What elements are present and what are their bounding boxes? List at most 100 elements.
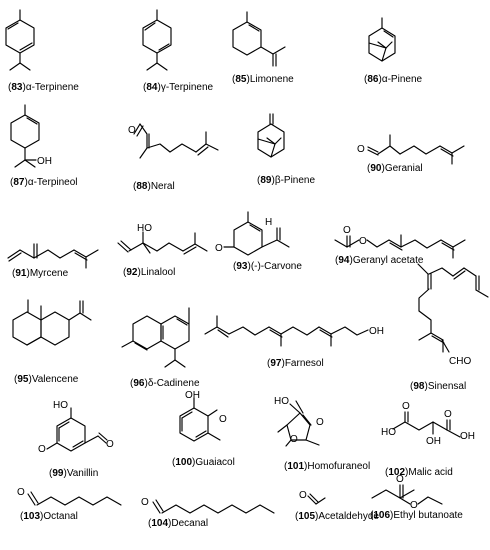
- bond: [139, 123, 148, 149]
- compound-caption: (97)Farnesol: [267, 358, 324, 369]
- bond: [451, 145, 465, 154]
- compound-96: (96)δ-Cadinene: [121, 307, 200, 389]
- bond: [158, 43, 170, 51]
- bond: [156, 62, 168, 71]
- bond: [14, 159, 26, 168]
- atom-label: HO: [137, 223, 152, 234]
- compound-name: Limonene: [250, 74, 294, 85]
- compound-caption: (101)Homofuraneol: [284, 461, 370, 472]
- bond: [40, 311, 70, 346]
- bond: [418, 332, 432, 341]
- compound-caption: (92)Linalool: [123, 267, 175, 278]
- atom-label: OH: [426, 436, 441, 447]
- bond: [205, 143, 219, 151]
- bond: [305, 439, 320, 446]
- atom-label: O: [219, 414, 227, 425]
- bond: [228, 326, 270, 336]
- bond: [330, 326, 369, 336]
- bond: [309, 493, 319, 503]
- bond: [452, 239, 466, 248]
- bond: [400, 239, 442, 249]
- compound-name: α-Pinene: [382, 74, 423, 85]
- bond: [68, 312, 81, 321]
- bond: [392, 421, 406, 430]
- bond: [367, 149, 379, 156]
- bond: [233, 221, 263, 256]
- bond: [368, 42, 387, 49]
- compound-name: Neral: [151, 181, 175, 192]
- bond: [249, 224, 261, 232]
- compound-name: Ethyl butanoate: [393, 510, 463, 521]
- compound-87: OH(87)α-Terpineol: [10, 104, 78, 188]
- compound-number: 96: [133, 378, 145, 389]
- bond: [307, 495, 317, 505]
- compound-caption: (96)δ-Cadinene: [130, 378, 200, 389]
- atom-label: O: [38, 444, 46, 455]
- bond: [5, 19, 35, 54]
- bond: [257, 138, 276, 145]
- compound-caption: (90)Geranial: [367, 163, 423, 174]
- bond: [430, 332, 444, 341]
- bond: [9, 62, 21, 71]
- bond: [441, 339, 450, 353]
- bond: [120, 240, 132, 251]
- atom-label: O: [396, 474, 404, 485]
- compound-93: OH(93)(-)-Carvone: [215, 211, 302, 272]
- bond: [383, 30, 394, 38]
- compound-95: (95)Valencene: [12, 299, 92, 385]
- atom-label: HO: [274, 396, 289, 407]
- compound-84: (84)γ-Terpinene: [142, 9, 214, 93]
- bond: [128, 242, 144, 252]
- compound-number: 104: [151, 518, 168, 529]
- bond: [452, 267, 465, 277]
- bond: [475, 289, 489, 298]
- bond: [315, 497, 326, 505]
- compound-number: 99: [52, 468, 64, 479]
- bond: [161, 504, 275, 514]
- bond: [371, 489, 415, 499]
- atom-label: O: [290, 434, 298, 445]
- bond: [176, 318, 188, 326]
- compound-97: OH (97)Farnesol: [204, 315, 384, 369]
- bond: [179, 407, 209, 442]
- compound-number: 90: [370, 163, 382, 174]
- atom-label: O: [299, 490, 307, 501]
- bond: [142, 19, 172, 54]
- bond: [463, 267, 477, 277]
- atom-label: O: [141, 497, 149, 508]
- atom-label: O: [343, 225, 351, 236]
- atom-label: CHO: [449, 356, 471, 367]
- compound-name: Farnesol: [285, 358, 324, 369]
- bond: [319, 329, 333, 338]
- compound-number: 100: [175, 457, 192, 468]
- bond: [399, 145, 441, 155]
- atom-label: O: [215, 243, 223, 254]
- bond: [98, 432, 108, 441]
- atom-label: OH: [369, 326, 384, 337]
- bond: [152, 501, 161, 514]
- bond: [270, 143, 276, 158]
- compound-caption: (84)γ-Terpinene: [143, 82, 214, 93]
- compound-98: CHO(98)Sinensal: [410, 263, 489, 392]
- bond: [19, 249, 35, 259]
- compound-caption: (93)(-)-Carvone: [233, 261, 302, 272]
- compound-caption: (86)α-Pinene: [364, 74, 423, 85]
- compound-number: 94: [338, 255, 350, 266]
- compound-caption: (83)α-Terpinene: [8, 82, 79, 93]
- bond: [260, 46, 274, 55]
- atom-label: O: [444, 409, 452, 420]
- bond: [381, 47, 387, 62]
- bond: [181, 411, 193, 419]
- bond: [428, 267, 454, 277]
- compound-caption: (99)Vanillin: [49, 468, 98, 479]
- compound-number: 89: [260, 175, 272, 186]
- bond: [388, 239, 402, 248]
- bond: [139, 147, 148, 159]
- bond: [417, 496, 443, 505]
- bond: [183, 246, 197, 255]
- compound-83: (83)α-Terpinene: [5, 9, 79, 93]
- compound-name: α-Terpineol: [28, 177, 78, 188]
- bond: [285, 439, 292, 447]
- compound-number: 101: [287, 461, 304, 472]
